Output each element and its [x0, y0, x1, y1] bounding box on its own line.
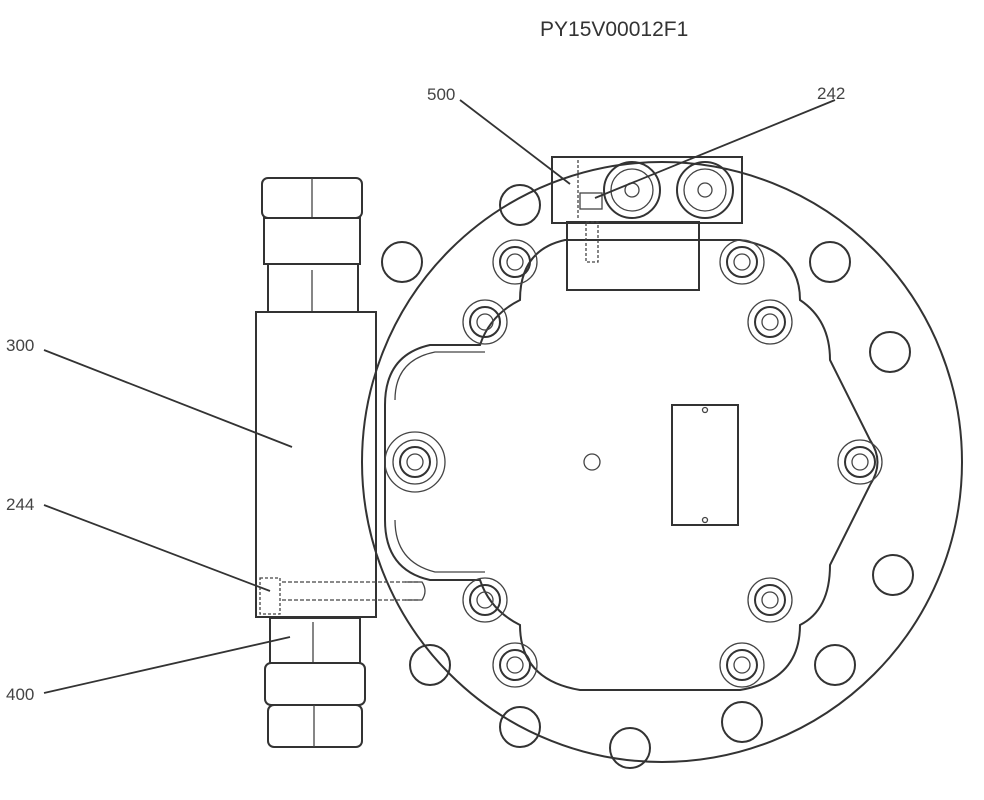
- bolt-collar: [719, 239, 765, 285]
- port-fitting: [676, 161, 734, 219]
- bolt-hole: [869, 331, 911, 373]
- bolt-collar: [837, 439, 883, 485]
- bolt-socket: [761, 591, 779, 609]
- bolt-head: [754, 584, 786, 616]
- callout-400: 400: [6, 685, 34, 704]
- leader-244: [43, 504, 271, 592]
- bolt-head: [469, 306, 501, 338]
- bolt-collar: [462, 577, 508, 623]
- leader-500: [459, 99, 571, 185]
- valve-stem-block: [566, 221, 700, 291]
- bolt-hole: [499, 706, 541, 748]
- bolt-hole: [814, 644, 856, 686]
- boss: [384, 431, 446, 493]
- bolt-collar: [462, 299, 508, 345]
- solenoid-body: [255, 311, 377, 618]
- bolt-collar: [719, 642, 765, 688]
- flange-bolt-holes: [381, 184, 914, 769]
- callout-300: 300: [6, 336, 34, 355]
- bolt-collar: [747, 299, 793, 345]
- bolt-head: [399, 446, 431, 478]
- bolt-socket: [761, 313, 779, 331]
- bolt-collar: [492, 239, 538, 285]
- bolt-hole: [381, 241, 423, 283]
- bolt-hole: [809, 241, 851, 283]
- callout-500: 500: [427, 85, 455, 104]
- leader-300: [43, 349, 293, 448]
- bolt-collar: [747, 577, 793, 623]
- housing-bolts: [392, 239, 883, 688]
- bolt-head: [726, 649, 758, 681]
- bolt-collar: [492, 642, 538, 688]
- name-plate: [671, 404, 739, 526]
- motor-housing: [384, 239, 879, 691]
- plate-screw: [701, 406, 709, 414]
- connector-bottom: [269, 617, 361, 664]
- bolt-hole: [409, 644, 451, 686]
- bolt-socket: [733, 253, 751, 271]
- housing-step: [394, 351, 485, 573]
- drawing-number: PY15V00012F1: [540, 18, 688, 41]
- bolt-head: [499, 246, 531, 278]
- bolt-head: [469, 584, 501, 616]
- bolt-head: [754, 306, 786, 338]
- bolt-hole: [609, 727, 651, 769]
- flange-disc: [361, 161, 963, 763]
- bolt-hole: [872, 554, 914, 596]
- callout-244: 244: [6, 495, 34, 514]
- leader-400: [43, 636, 291, 694]
- set-screw: [259, 577, 281, 615]
- bolt-socket: [476, 313, 494, 331]
- bolt-socket: [506, 253, 524, 271]
- leader-242: [594, 99, 836, 199]
- plate-screw: [701, 516, 709, 524]
- port-fitting: [603, 161, 661, 219]
- bolt-collar: [392, 439, 438, 485]
- valve-block: [551, 156, 743, 224]
- bolt-hole: [721, 701, 763, 743]
- bolt-socket: [733, 656, 751, 674]
- bolt-hole: [499, 184, 541, 226]
- bolt-socket: [406, 453, 424, 471]
- bolt-socket: [506, 656, 524, 674]
- bolt-head: [726, 246, 758, 278]
- center-hole: [583, 453, 601, 471]
- bolt-head: [499, 649, 531, 681]
- bolt-socket: [476, 591, 494, 609]
- callout-242: 242: [817, 84, 845, 103]
- bolt-head: [844, 446, 876, 478]
- bolt-socket: [851, 453, 869, 471]
